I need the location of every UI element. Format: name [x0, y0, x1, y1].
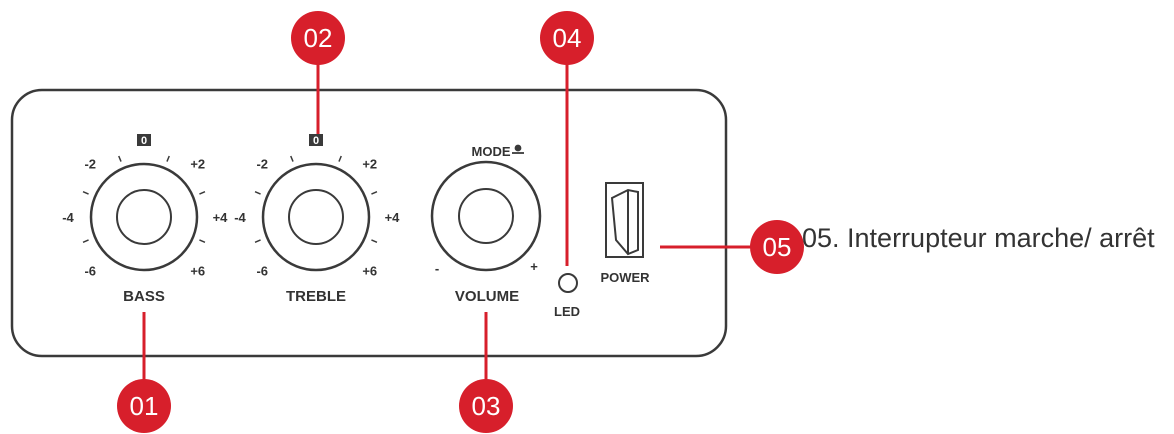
bass-knob[interactable]: -6 -4 -2 0 +2 +4 +6 BASS — [62, 134, 228, 305]
bass-scale-tick — [199, 191, 206, 195]
bass-tick-label: -4 — [62, 210, 74, 225]
treble-scale: -6 -4 -2 0 +2 +4 +6 — [234, 134, 400, 279]
power-label: POWER — [600, 270, 650, 285]
bass-knob-cap — [116, 189, 172, 245]
treble-tick-label: 0 — [313, 135, 319, 147]
volume-knob[interactable]: MODE - + VOLUME — [430, 144, 542, 305]
bass-tick-label: 0 — [141, 135, 147, 147]
bass-tick-label: -6 — [84, 264, 96, 279]
callout-04-badge — [540, 11, 594, 65]
callout-05-description: 05. Interrupteur marche/ arrêt — [802, 223, 1155, 253]
callout-01-number: 01 — [130, 391, 159, 421]
volume-knob-cap — [458, 188, 514, 244]
bass-label: BASS — [123, 288, 165, 305]
callout-01: 01 — [117, 379, 171, 433]
treble-tick-label: -6 — [256, 264, 268, 279]
bass-scale-tick — [118, 155, 122, 162]
treble-tick-label: +2 — [362, 156, 377, 171]
bass-zero-marker — [137, 134, 151, 146]
callout-02: 02 — [291, 11, 345, 65]
led-label: LED — [554, 304, 580, 319]
bass-scale: -6 -4 -2 0 +2 +4 +6 — [62, 134, 228, 279]
treble-scale-tick — [371, 191, 378, 195]
bass-scale-tick — [82, 239, 89, 243]
callout-05-badge — [750, 220, 804, 274]
power-rocker-icon — [610, 188, 639, 256]
bass-knob-ring — [89, 162, 199, 272]
treble-zero-marker — [309, 134, 323, 146]
treble-tick-label: +6 — [362, 264, 377, 279]
callout-02-badge — [291, 11, 345, 65]
callout-03-badge — [459, 379, 513, 433]
volume-label: VOLUME — [455, 288, 519, 305]
treble-knob-ring — [261, 162, 371, 272]
treble-tick-label: +4 — [385, 210, 401, 225]
treble-tick-label: -4 — [234, 210, 246, 225]
callout-02-number: 02 — [304, 23, 333, 53]
callout-05: 05 — [750, 220, 804, 274]
callout-03-number: 03 — [472, 391, 501, 421]
power-switch[interactable]: POWER — [600, 182, 650, 285]
mode-label: MODE — [472, 144, 511, 159]
treble-scale-tick — [290, 155, 294, 162]
callout-05-number: 05 — [763, 232, 792, 262]
bass-scale-tick — [166, 155, 170, 162]
callout-01-badge — [117, 379, 171, 433]
bass-tick-label: +4 — [213, 210, 229, 225]
led-icon — [558, 273, 578, 293]
treble-scale-tick — [371, 239, 378, 243]
volume-max-label: + — [530, 259, 538, 274]
callout-04-number: 04 — [553, 23, 582, 53]
bass-tick-label: -2 — [84, 156, 96, 171]
leader-lines — [142, 64, 752, 380]
treble-knob-cap — [288, 189, 344, 245]
treble-scale-tick — [254, 239, 261, 243]
callout-04: 04 — [540, 11, 594, 65]
treble-label: TREBLE — [286, 288, 346, 305]
treble-scale-tick — [338, 155, 342, 162]
volume-knob-ring — [430, 160, 542, 272]
bass-tick-label: +6 — [190, 264, 205, 279]
bass-scale-tick — [82, 191, 89, 195]
treble-tick-label: -2 — [256, 156, 268, 171]
led-indicator: LED — [554, 273, 580, 319]
power-switch-frame — [605, 182, 644, 258]
treble-scale-tick — [254, 191, 261, 195]
callout-03: 03 — [459, 379, 513, 433]
bass-scale-tick — [199, 239, 206, 243]
treble-knob[interactable]: -6 -4 -2 0 +2 +4 +6 TREBLE — [234, 134, 400, 305]
panel-outline — [10, 88, 728, 358]
volume-min-label: - — [435, 261, 439, 276]
bass-tick-label: +2 — [190, 156, 205, 171]
mode-symbol-icon — [512, 144, 524, 154]
